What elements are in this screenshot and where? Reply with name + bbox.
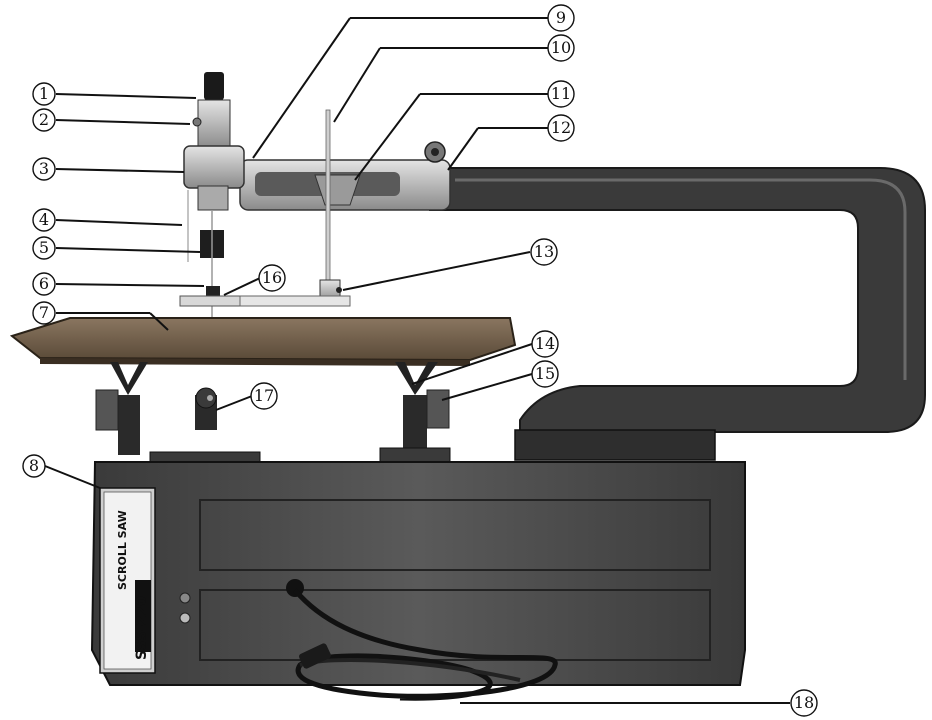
callout-18-number: 18: [794, 693, 814, 712]
c-arm: [429, 167, 926, 461]
leader-lines: [44, 17, 790, 704]
callout-1-number: 1: [39, 84, 49, 103]
callout-11-number: 11: [551, 84, 571, 103]
callout-17-marker: 17: [250, 382, 278, 410]
callout-9-marker: 9: [547, 4, 575, 32]
callout-18-marker: 18: [790, 689, 818, 717]
callout-4-number: 4: [39, 210, 49, 229]
callout-16-marker: 16: [258, 264, 286, 292]
power-cord: [286, 579, 558, 701]
callout-7-number: 7: [39, 303, 49, 322]
callout-17-number: 17: [254, 386, 274, 405]
callout-10-number: 10: [551, 38, 571, 57]
callout-12-number: 12: [551, 118, 571, 137]
base: SCROLL SAW SSS-220: [90, 461, 746, 686]
callout-13-number: 13: [534, 242, 554, 261]
callout-8-number: 8: [29, 456, 39, 475]
callout-10-marker: 10: [547, 34, 575, 62]
callout-2-number: 2: [39, 110, 49, 129]
upper-arm: [239, 141, 451, 211]
work-table: [9, 317, 517, 366]
callout-7-marker: 7: [32, 301, 56, 325]
machine-model-label: SSS-220: [134, 596, 150, 660]
callout-14-number: 14: [535, 334, 555, 353]
machine-title-label: SCROLL SAW: [116, 510, 129, 590]
callout-8-marker: 8: [22, 454, 46, 478]
callout-12-marker: 12: [547, 114, 575, 142]
callout-15-number: 15: [535, 364, 555, 383]
callout-5-number: 5: [39, 238, 49, 257]
callout-9-number: 9: [556, 8, 566, 27]
callout-4-marker: 4: [32, 208, 56, 232]
callout-6-marker: 6: [32, 272, 56, 296]
table-supports: [95, 362, 451, 467]
callout-15-marker: 15: [531, 360, 559, 388]
callout-13-marker: 13: [530, 238, 558, 266]
callout-3-marker: 3: [32, 157, 56, 181]
callout-5-marker: 5: [32, 236, 56, 260]
callout-1-marker: 1: [32, 82, 56, 106]
callout-6-number: 6: [39, 274, 49, 293]
callout-3-number: 3: [39, 159, 49, 178]
callout-11-marker: 11: [547, 80, 575, 108]
blade-head: [179, 72, 351, 340]
callout-14-marker: 14: [531, 330, 559, 358]
callout-2-marker: 2: [32, 108, 56, 132]
callout-16-number: 16: [262, 268, 282, 287]
